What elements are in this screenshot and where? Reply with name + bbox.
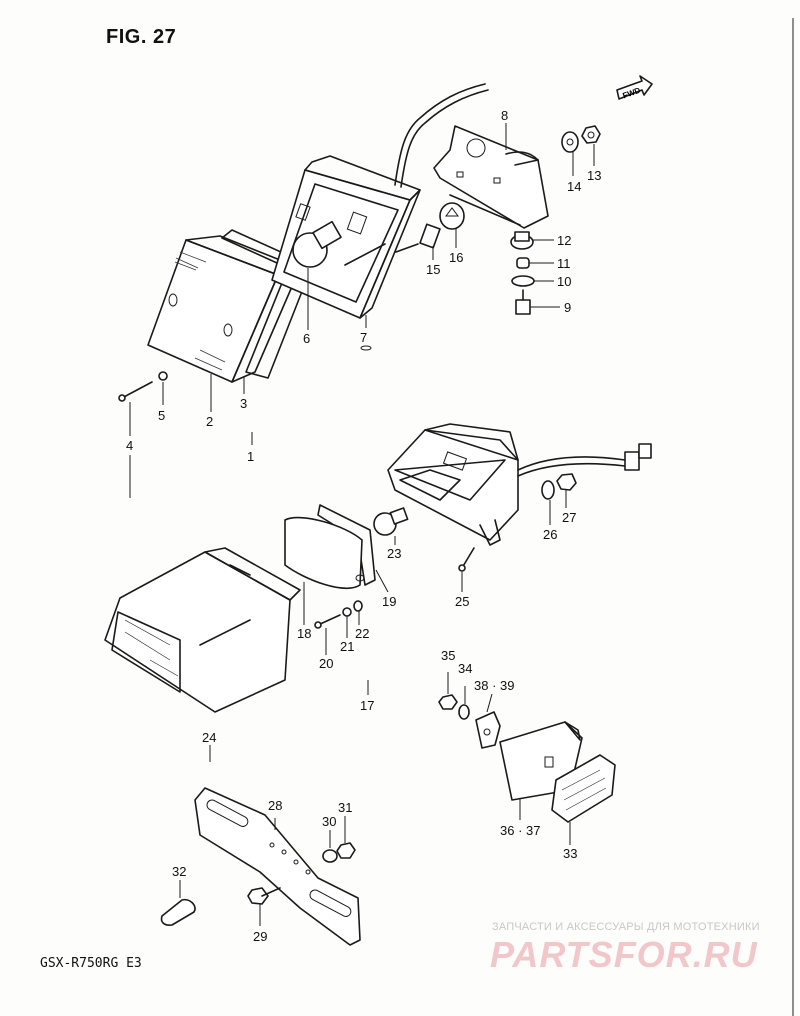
- cushion-part-12: [510, 231, 534, 250]
- bulb-part-6: [292, 220, 342, 330]
- callout-7: 7: [360, 330, 367, 345]
- callout-5: 5: [158, 408, 165, 423]
- callout-27: 27: [562, 510, 576, 525]
- license-bracket-part-28: [194, 787, 361, 946]
- washer-part-21: [342, 607, 352, 617]
- bulb-part-23: [373, 507, 409, 536]
- reflector-part-32: [160, 898, 196, 926]
- clip-small: [360, 345, 372, 351]
- lens-part-18: [284, 516, 365, 589]
- bolt-part-9: [515, 289, 531, 315]
- tail-light-housing-part-23: [387, 423, 519, 546]
- callout-28: 28: [268, 798, 282, 813]
- callout-15: 15: [426, 262, 440, 277]
- callout-18: 18: [297, 626, 311, 641]
- tail-cover-part-24: [104, 547, 301, 713]
- screw-part-4: [118, 381, 153, 402]
- callout-26: 26: [543, 527, 557, 542]
- leader-lines: [129, 123, 595, 926]
- callout-6: 6: [303, 331, 310, 346]
- callout-19: 19: [382, 594, 396, 609]
- washer-part-26: [541, 480, 555, 500]
- callout-36-37: 36 · 37: [500, 823, 540, 838]
- housing-part-7: [271, 155, 421, 319]
- callout-16: 16: [449, 250, 463, 265]
- tail-wire: [517, 443, 652, 477]
- callout-13: 13: [587, 168, 601, 183]
- nut-part-31: [336, 842, 356, 859]
- grommet-part-16: [439, 202, 465, 230]
- callout-24: 24: [202, 730, 216, 745]
- callout-20: 20: [319, 656, 333, 671]
- model-code: GSX-R750RG E3: [40, 956, 142, 971]
- callout-8: 8: [501, 108, 508, 123]
- bolt-part-29: [247, 887, 281, 905]
- fwd-arrow-icon: FWD: [616, 75, 653, 100]
- callout-4: 4: [126, 438, 133, 453]
- callout-10: 10: [557, 274, 571, 289]
- nut-part-35: [438, 694, 458, 710]
- nut-part-27: [556, 473, 577, 491]
- washer-part-34: [458, 704, 470, 720]
- callout-33: 33: [563, 846, 577, 861]
- spacer-part-15: [395, 223, 441, 253]
- wire-harness: [394, 83, 489, 188]
- callout-17: 17: [360, 698, 374, 713]
- washer-part-22: [353, 600, 363, 612]
- washer-part-30: [322, 849, 338, 863]
- washer-part-14: [561, 131, 579, 153]
- lens-cover-part-2: [147, 235, 301, 383]
- bracket-part-38-39: [475, 711, 501, 749]
- washer-part-10: [511, 275, 535, 287]
- watermark-logo: PARTSFOR.RU: [490, 934, 758, 975]
- callout-29: 29: [253, 929, 267, 944]
- lamp-lens-part-33: [551, 754, 616, 823]
- screw-part-20: [314, 614, 341, 629]
- screw-part-25: [458, 547, 475, 572]
- callout-1: 1: [247, 449, 254, 464]
- callout-38-39: 38 · 39: [474, 678, 514, 693]
- gasket-part-19: [317, 504, 376, 586]
- figure-title: FIG. 27: [106, 26, 177, 48]
- callout-25: 25: [455, 594, 469, 609]
- bracket-part-8: [433, 125, 549, 229]
- callout-14: 14: [567, 179, 581, 194]
- callout-2: 2: [206, 414, 213, 429]
- callout-12: 12: [557, 233, 571, 248]
- callout-3: 3: [240, 396, 247, 411]
- callout-labels: 1 2 3 4 5 6 7 8 9 10 11 12 13 14 15 16 1…: [126, 108, 601, 944]
- callout-11: 11: [557, 256, 571, 271]
- callout-31: 31: [338, 800, 352, 815]
- callout-30: 30: [322, 814, 336, 829]
- callout-23: 23: [387, 546, 401, 561]
- collar-part-11: [516, 257, 530, 269]
- callout-21: 21: [340, 639, 354, 654]
- callout-35: 35: [441, 648, 455, 663]
- washer-part-5: [158, 371, 168, 381]
- callout-9: 9: [564, 300, 571, 315]
- callout-22: 22: [355, 626, 369, 641]
- watermark-text: ЗАПЧАСТИ И АКСЕССУАРЫ ДЛЯ МОТОТЕХНИКИ: [492, 921, 760, 933]
- nut-part-13: [581, 125, 601, 144]
- callout-32: 32: [172, 864, 186, 879]
- callout-34: 34: [458, 661, 472, 676]
